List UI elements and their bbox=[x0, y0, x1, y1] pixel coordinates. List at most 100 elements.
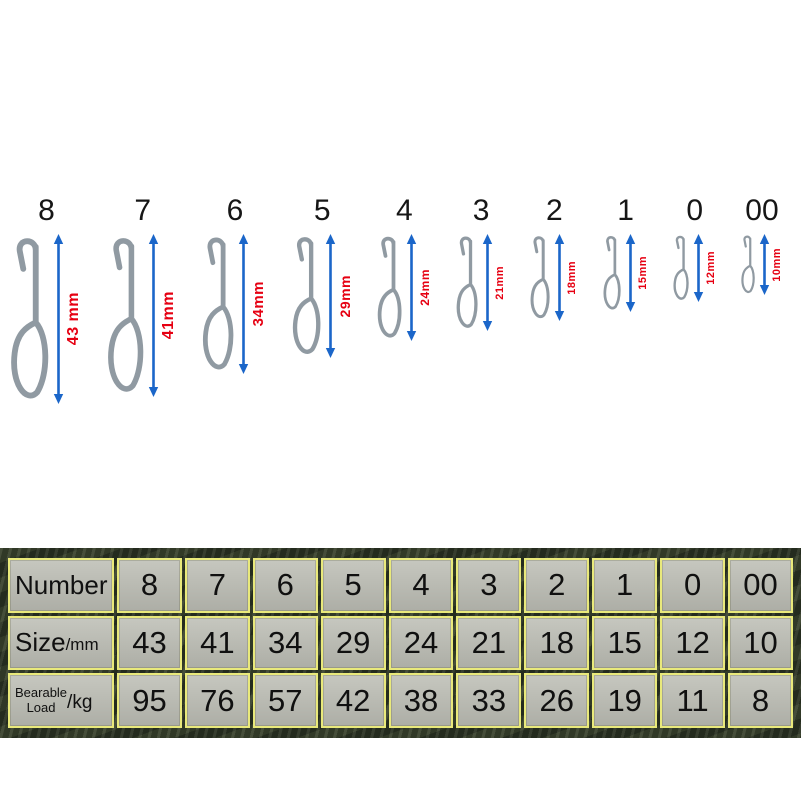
value-cell: 10 bbox=[728, 615, 793, 671]
clip-number: 0 bbox=[686, 194, 704, 227]
snap-clip-icon bbox=[292, 237, 321, 354]
clip-number: 1 bbox=[617, 194, 634, 227]
clip-number: 2 bbox=[545, 194, 563, 227]
value-cell: 29 bbox=[320, 615, 386, 671]
value-cell: 76 bbox=[184, 673, 250, 728]
value-cell: 57 bbox=[252, 673, 318, 728]
value-cell: 15 bbox=[592, 615, 658, 671]
row-header: Number bbox=[8, 558, 114, 613]
clip-body: 12mm bbox=[673, 234, 717, 302]
snap-clip-icon bbox=[530, 236, 550, 319]
value-cell: 41 bbox=[184, 615, 250, 671]
clip-body: 41mm bbox=[107, 234, 178, 397]
size-label: 15mm bbox=[636, 256, 649, 290]
value-cell: 21 bbox=[456, 615, 522, 671]
size-label: 10mm bbox=[770, 247, 783, 282]
value-cell: 18 bbox=[524, 615, 590, 671]
size-label: 29mm bbox=[336, 274, 353, 318]
measurement: 10mm bbox=[758, 234, 783, 295]
clip-item-0: 0 12mm bbox=[673, 196, 717, 302]
measure-arrow-icon bbox=[759, 234, 770, 295]
snap-clip-icon bbox=[741, 235, 755, 293]
clip-number: 3 bbox=[472, 194, 490, 227]
value-cell: 6 bbox=[252, 558, 318, 613]
value-cell: 00 bbox=[728, 558, 793, 613]
measurement: 12mm bbox=[692, 234, 717, 302]
clip-number: 6 bbox=[226, 194, 244, 227]
value-cell: 8 bbox=[728, 673, 793, 728]
clip-item-8: 8 43 mm bbox=[10, 196, 83, 404]
clip-body: 29mm bbox=[292, 234, 353, 358]
measure-arrow-icon bbox=[482, 234, 493, 331]
value-cell: 12 bbox=[660, 615, 726, 671]
clip-number: 00 bbox=[745, 194, 779, 227]
measure-arrow-icon bbox=[239, 234, 249, 374]
clip-item-1: 1 15mm bbox=[603, 196, 649, 312]
clip-number: 7 bbox=[134, 194, 152, 227]
measurement: 24mm bbox=[405, 234, 432, 341]
measure-arrow-icon bbox=[406, 234, 417, 341]
clip-item-6: 6 34mm bbox=[202, 196, 267, 374]
size-label: 18mm bbox=[566, 260, 579, 295]
snap-clip-icon bbox=[203, 237, 234, 370]
clip-body: 24mm bbox=[377, 234, 432, 341]
value-cell: 1 bbox=[592, 558, 658, 613]
measure-arrow-icon bbox=[693, 234, 703, 302]
clip-item-7: 7 41mm bbox=[107, 196, 178, 397]
measure-arrow-icon bbox=[625, 234, 635, 312]
measurement: 15mm bbox=[624, 234, 649, 312]
value-cell: 34 bbox=[252, 615, 318, 671]
value-cell: 26 bbox=[524, 673, 590, 728]
measurement: 34mm bbox=[237, 234, 267, 374]
value-cell: 11 bbox=[660, 673, 726, 728]
size-label: 24mm bbox=[417, 269, 432, 306]
clip-item-2: 2 18mm bbox=[530, 196, 578, 321]
measurement: 21mm bbox=[481, 234, 506, 331]
snap-clip-icon bbox=[673, 235, 689, 300]
clip-item-3: 3 21mm bbox=[456, 196, 506, 331]
clip-number: 8 bbox=[38, 194, 55, 227]
value-cell: 0 bbox=[660, 558, 726, 613]
value-cell: 2 bbox=[524, 558, 590, 613]
size-label: 12mm bbox=[704, 251, 717, 285]
snap-clip-icon bbox=[456, 236, 478, 328]
value-cell: 4 bbox=[388, 558, 454, 613]
size-label: 21mm bbox=[494, 265, 507, 300]
value-cell: 38 bbox=[388, 673, 454, 728]
size-label: 34mm bbox=[250, 281, 268, 327]
measure-arrow-icon bbox=[555, 234, 565, 321]
row-header: Size/mm bbox=[8, 615, 114, 671]
clip-body: 43 mm bbox=[10, 234, 83, 404]
value-cell: 33 bbox=[456, 673, 522, 728]
clip-body: 34mm bbox=[202, 234, 267, 374]
snap-clip-icon bbox=[603, 235, 621, 310]
measurement: 41mm bbox=[147, 234, 178, 397]
value-cell: 43 bbox=[117, 615, 182, 671]
snap-clip-icon bbox=[108, 238, 144, 392]
clip-number: 5 bbox=[313, 194, 331, 227]
measure-arrow-icon bbox=[149, 234, 159, 397]
measurement: 18mm bbox=[553, 234, 578, 321]
size-label: 43 mm bbox=[65, 292, 82, 346]
value-cell: 95 bbox=[117, 673, 182, 728]
value-cell: 24 bbox=[388, 615, 454, 671]
value-cell: 3 bbox=[456, 558, 522, 613]
value-cell: 7 bbox=[184, 558, 250, 613]
clip-item-00: 00 10mm bbox=[741, 196, 783, 295]
value-cell: 42 bbox=[320, 673, 386, 728]
snap-clip-icon bbox=[11, 238, 49, 399]
clip-item-5: 5 29mm bbox=[292, 196, 353, 358]
value-cell: 8 bbox=[117, 558, 182, 613]
measure-arrow-icon bbox=[325, 234, 335, 358]
clip-body: 21mm bbox=[456, 234, 506, 331]
clip-body: 10mm bbox=[741, 234, 783, 295]
